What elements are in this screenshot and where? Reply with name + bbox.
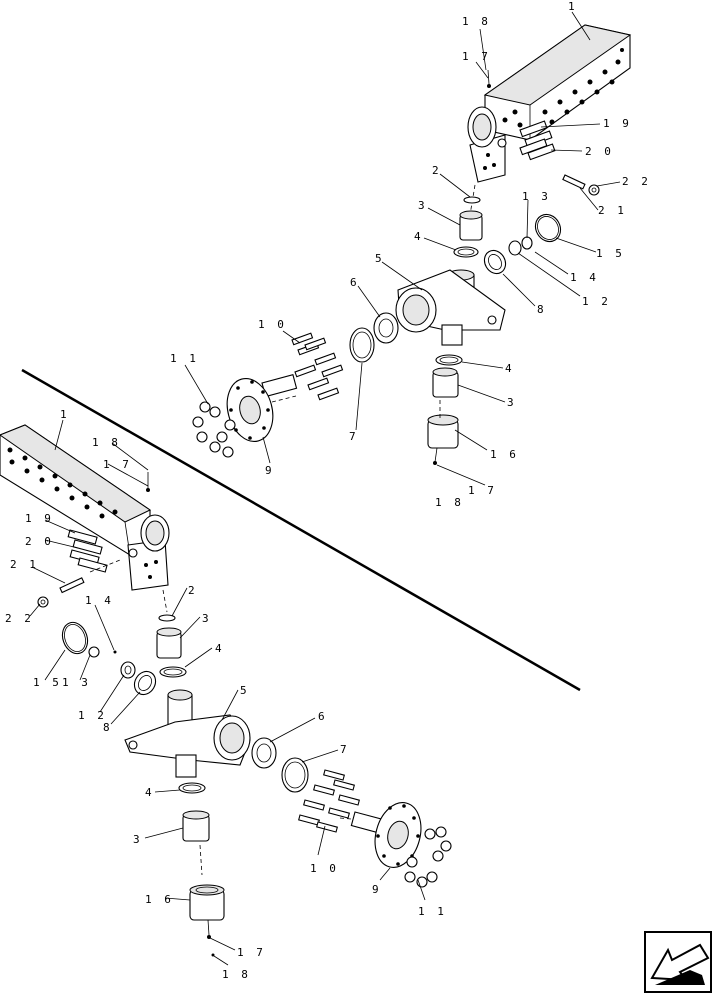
- callout-upper-15: 1 5: [596, 247, 625, 260]
- lower-callout-leaders: [29, 419, 426, 966]
- callout-upper-3a: 3: [418, 199, 428, 212]
- upper-wheel-nuts: [192, 401, 236, 458]
- callout-lower-22: 2 2: [5, 612, 34, 625]
- callout-upper-6: 6: [350, 276, 360, 289]
- callout-upper-18b: 1 8: [435, 496, 464, 509]
- callout-upper-8: 8: [537, 303, 547, 316]
- callout-lower-4b: 4: [145, 786, 155, 799]
- callout-lower-11: 1 1: [418, 905, 447, 918]
- callout-lower-15: 1 5: [33, 676, 62, 689]
- callout-lower-2: 2: [188, 584, 198, 597]
- lower-steering-knuckle: [124, 689, 251, 778]
- callout-lower-4a: 4: [215, 642, 225, 655]
- lower-wheel-nuts: [404, 826, 452, 888]
- next-page-arrow-icon[interactable]: [644, 931, 712, 993]
- callout-upper-5: 5: [375, 252, 385, 265]
- upper-mounting-beam: [467, 24, 632, 183]
- lower-mounting-beam: [0, 424, 170, 591]
- callout-lower-21: 2 1: [10, 558, 39, 571]
- callout-upper-1: 1: [568, 0, 578, 13]
- callout-upper-21: 2 1: [598, 204, 627, 217]
- callout-lower-17: 1 7: [103, 458, 132, 471]
- callout-lower-12: 1 2: [78, 709, 107, 722]
- callout-upper-13: 1 3: [522, 190, 551, 203]
- upper-assembly: [192, 24, 632, 465]
- upper-bolts-19-20: [519, 120, 556, 161]
- callout-upper-9: 9: [265, 464, 275, 477]
- lower-assembly: [0, 424, 452, 957]
- callout-lower-16: 1 6: [145, 893, 174, 906]
- callout-lower-6: 6: [318, 710, 328, 723]
- upper-callout-leaders: [184, 11, 621, 486]
- callout-upper-17b: 1 7: [468, 484, 497, 497]
- lower-bolts-10: [298, 769, 360, 833]
- callout-lower-9: 9: [372, 883, 382, 896]
- callout-upper-11: 1 1: [170, 352, 199, 365]
- lower-hub-flange: [350, 802, 422, 868]
- callout-upper-4b: 4: [505, 362, 515, 375]
- callout-lower-3b: 3: [133, 833, 143, 846]
- callout-upper-16: 1 6: [490, 448, 519, 461]
- callout-upper-3b: 3: [507, 396, 517, 409]
- callout-lower-1: 1: [60, 408, 70, 421]
- upper-bolts-10: [291, 332, 344, 401]
- assembly-divider-line: [21, 368, 581, 692]
- callout-lower-20: 2 0: [25, 535, 54, 548]
- upper-steering-knuckle: [395, 269, 506, 346]
- callout-upper-22: 2 2: [622, 175, 651, 188]
- lower-bolts-19-20: [67, 529, 108, 573]
- callout-upper-2: 2: [432, 164, 442, 177]
- upper-hub-flange: [226, 374, 298, 442]
- callout-upper-7: 7: [349, 430, 359, 443]
- callout-lower-18: 1 8: [92, 436, 121, 449]
- callout-lower-8: 8: [103, 721, 113, 734]
- callout-lower-5: 5: [240, 684, 250, 697]
- callout-upper-4a: 4: [414, 230, 424, 243]
- callout-upper-17: 1 7: [462, 50, 491, 63]
- callout-upper-18: 1 8: [462, 15, 491, 28]
- callout-lower-14: 1 4: [85, 594, 114, 607]
- callout-lower-17b: 1 7: [237, 946, 266, 959]
- callout-upper-10: 1 0: [258, 318, 287, 331]
- callout-lower-10: 1 0: [310, 862, 339, 875]
- callout-lower-13: 1 3: [62, 676, 91, 689]
- callout-lower-3a: 3: [202, 612, 212, 625]
- callout-lower-7: 7: [340, 743, 350, 756]
- callout-upper-14: 1 4: [570, 271, 599, 284]
- callout-lower-19: 1 9: [25, 512, 54, 525]
- callout-lower-18b: 1 8: [222, 968, 251, 981]
- callout-upper-12: 1 2: [582, 295, 611, 308]
- callout-upper-20: 2 0: [585, 145, 614, 158]
- callout-upper-19: 1 9: [603, 117, 632, 130]
